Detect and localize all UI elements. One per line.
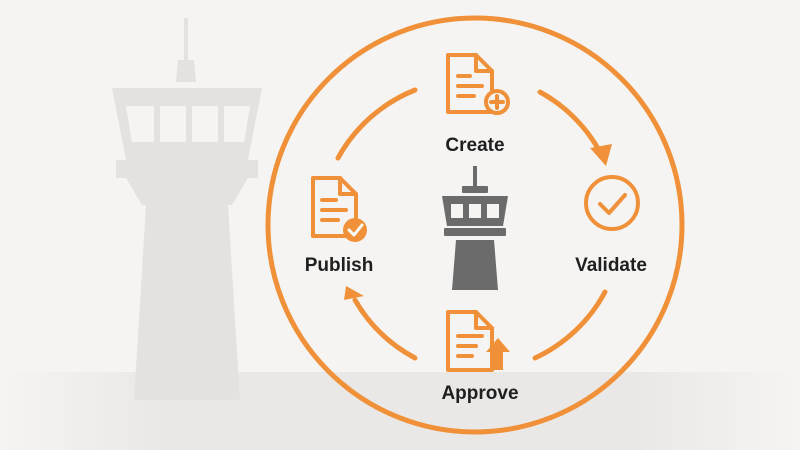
step-label-approve: Approve: [441, 383, 518, 404]
step-label-create: Create: [445, 135, 504, 156]
document-plus-icon: [446, 53, 510, 115]
silhouette-windows: [126, 106, 250, 142]
step-label-publish: Publish: [305, 255, 374, 276]
arrow-up-icon: [486, 338, 510, 370]
checkmark-circle-icon: [584, 175, 640, 231]
document-arrow-up-icon: [446, 310, 494, 372]
ground-band: [0, 372, 800, 450]
arc-publish-to-create: [335, 87, 418, 161]
arc-approve-to-publish: [352, 297, 418, 361]
arc-validate-to-approve: [532, 289, 608, 361]
control-tower-silhouette: [112, 18, 262, 400]
control-tower-icon: [442, 166, 508, 290]
outer-ring: [265, 15, 685, 435]
cycle-arrows: [335, 87, 608, 361]
arc-create-to-validate: [537, 89, 603, 155]
step-label-validate: Validate: [575, 255, 647, 276]
arrowhead-validate: [590, 144, 612, 166]
check-badge-icon: [343, 218, 367, 242]
arrowhead-publish: [344, 286, 364, 300]
document-check-icon: [311, 176, 358, 238]
control-tower-windows: [451, 204, 499, 218]
